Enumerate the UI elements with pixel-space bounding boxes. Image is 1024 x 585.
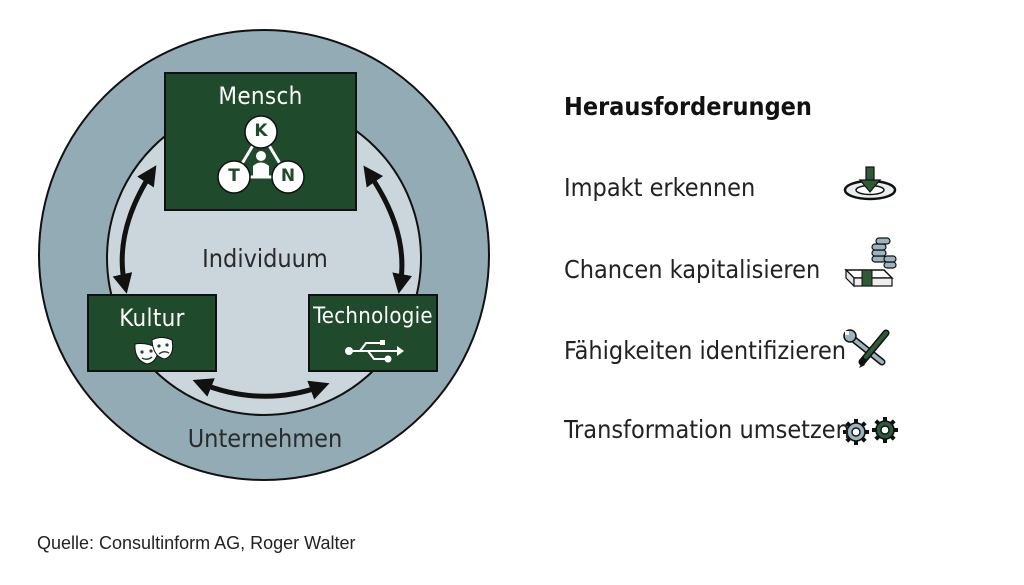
label-individuum: Individuum [202,244,328,273]
target-download-icon [843,166,897,201]
challenge-impakt: Impakt erkennen [564,173,756,202]
arrow-mensch-kultur [112,165,157,294]
challenge-chancen: Chancen kapitalisieren [564,255,821,284]
box-mensch [164,72,357,211]
challenge-faehigkeiten: Fähigkeiten identifizieren [564,336,847,365]
arrow-mensch-technologie [363,165,413,294]
node-t: T [228,166,240,186]
label-unternehmen: Unternehmen [187,424,343,453]
theater-masks-icon [134,337,174,365]
source-note: Quelle: Consultinform AG, Roger Walter [37,533,356,553]
node-n: N [280,166,296,186]
label-kultur: Kultur [119,304,185,332]
tools-icon [843,329,890,368]
money-coins-icon [844,237,897,288]
mensch-network-icon [217,115,305,194]
label-mensch: Mensch [218,82,303,110]
panel-title: Herausforderungen [564,92,812,121]
usb-icon [345,340,404,363]
arrow-kultur-technologie [192,378,330,400]
challenge-transformation: Transformation umsetzen [564,415,850,444]
label-technologie: Technologie [313,304,433,329]
gears-icon [843,417,898,445]
node-k: K [254,121,268,141]
